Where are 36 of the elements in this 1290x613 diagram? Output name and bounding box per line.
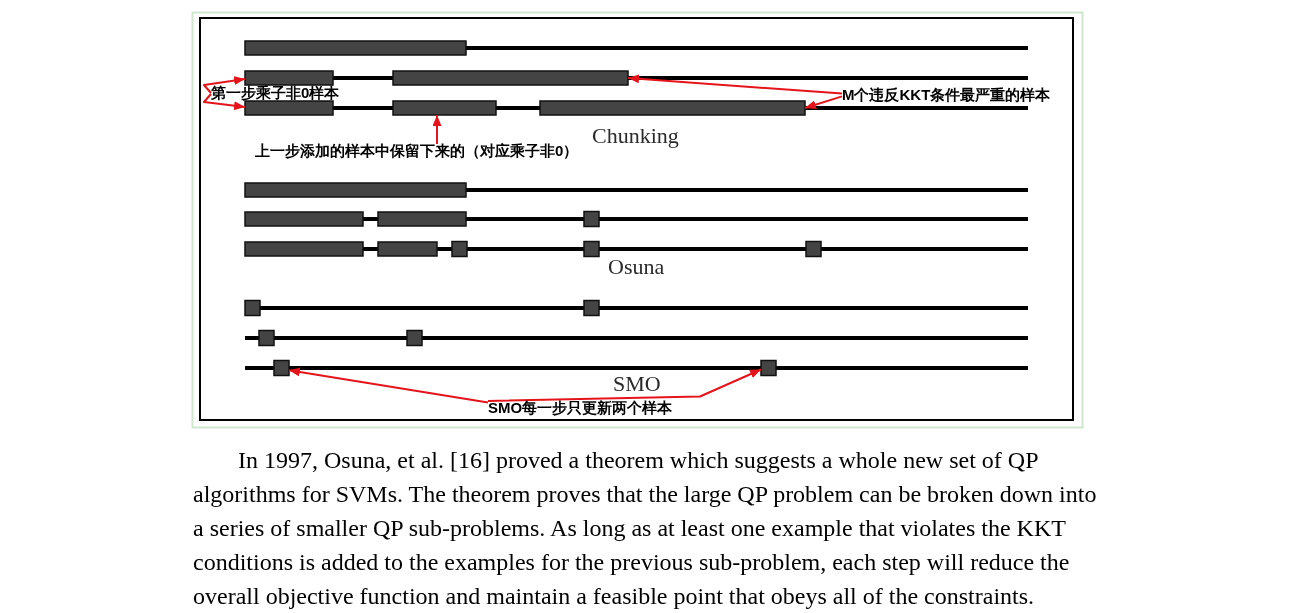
panel-label: Osuna — [608, 256, 665, 278]
annotation-text: M个违反KKT条件最严重的样本 — [842, 88, 1051, 102]
sample-bar — [244, 40, 467, 56]
sample-bar — [244, 182, 467, 198]
sample-bar — [377, 211, 467, 227]
sample-square — [258, 329, 275, 347]
sample-bar — [392, 70, 629, 86]
sample-square — [805, 240, 822, 258]
sample-square — [583, 299, 600, 317]
sample-square — [273, 359, 290, 377]
body-paragraph: In 1997, Osuna, et al. [16] proved a theorem which suggests a whole new set of QP algorithms for SVMs. The theorem proves that the large QP problem can be broken down into a series of smaller QP sub-problems. As long as at least one example that violates the KKT conditions is added to the examples for the previous sub-problem, each step will reduce the overall objective function and maintain a feasible point that obeys all of the constraints. — [193, 446, 1098, 611]
sample-square — [583, 240, 600, 258]
leader-arrow — [804, 95, 843, 109]
sample-square — [760, 359, 777, 377]
sample-bar — [539, 100, 806, 116]
sample-bar — [244, 70, 334, 86]
leader-arrow — [203, 76, 246, 94]
sample-bar — [244, 211, 364, 227]
leader-arrow — [627, 74, 843, 95]
sample-bar — [377, 241, 438, 257]
leader-arrow — [288, 367, 489, 404]
sample-bar — [244, 100, 334, 116]
panel-label: Chunking — [592, 125, 679, 147]
sample-bar — [392, 100, 497, 116]
sample-bar — [244, 241, 364, 257]
sample-square — [451, 240, 468, 258]
leader-arrow — [432, 114, 442, 145]
sample-square — [406, 329, 423, 347]
leader-arrow — [203, 93, 246, 111]
annotation-text: 第一步乘子非0样本 — [211, 86, 340, 100]
sample-square — [244, 299, 261, 317]
sample-square — [583, 210, 600, 228]
annotation-text: SMO每一步只更新两个样本 — [488, 401, 673, 415]
panel-label: SMO — [613, 373, 661, 395]
leader-arrow — [487, 368, 762, 402]
annotation-text: 上一步添加的样本中保留下来的（对应乘子非0） — [255, 144, 579, 158]
